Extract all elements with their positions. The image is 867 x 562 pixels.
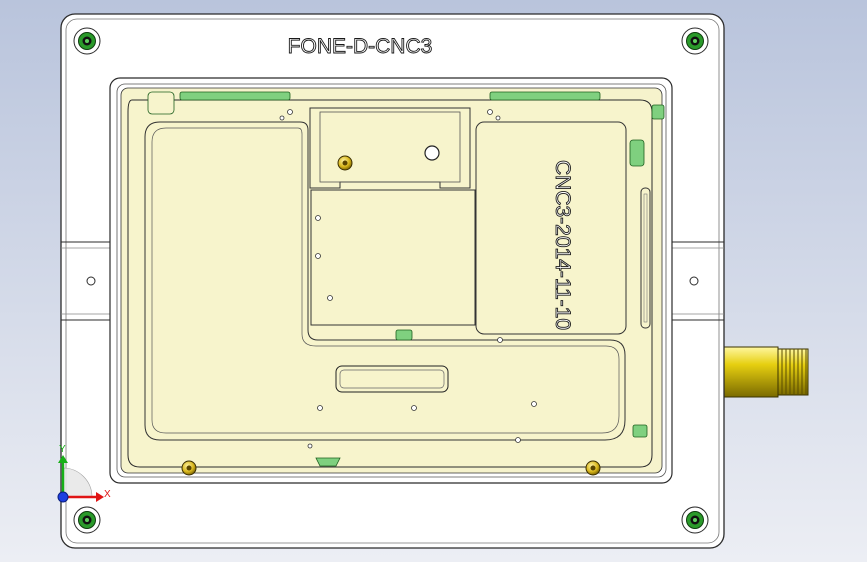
gold-screw-center[interactable] — [337, 155, 353, 171]
green-features[interactable] — [147, 91, 665, 467]
z-axis-dot — [57, 491, 69, 503]
gold-screw-bottom-left[interactable] — [181, 460, 197, 476]
corner-screw-top-right[interactable] — [681, 27, 709, 55]
gold-screw-bottom-right[interactable] — [585, 460, 601, 476]
threaded-fitting[interactable] — [721, 346, 809, 398]
y-axis-label: Y — [59, 444, 66, 455]
corner-screw-top-left[interactable] — [73, 27, 101, 55]
corner-screw-bottom-left[interactable] — [73, 506, 101, 534]
axis-triad: X Y — [57, 444, 111, 503]
x-axis-arrow — [96, 492, 104, 502]
part-engraving: CNC3-2014-11-10 — [551, 160, 574, 330]
part-title: FONE-D-CNC3 — [288, 35, 433, 58]
y-axis-arrow — [58, 455, 68, 463]
corner-screw-bottom-right[interactable] — [681, 506, 709, 534]
small-holes — [279, 109, 537, 449]
x-axis-label: X — [104, 489, 111, 500]
workpiece[interactable] — [127, 99, 653, 468]
